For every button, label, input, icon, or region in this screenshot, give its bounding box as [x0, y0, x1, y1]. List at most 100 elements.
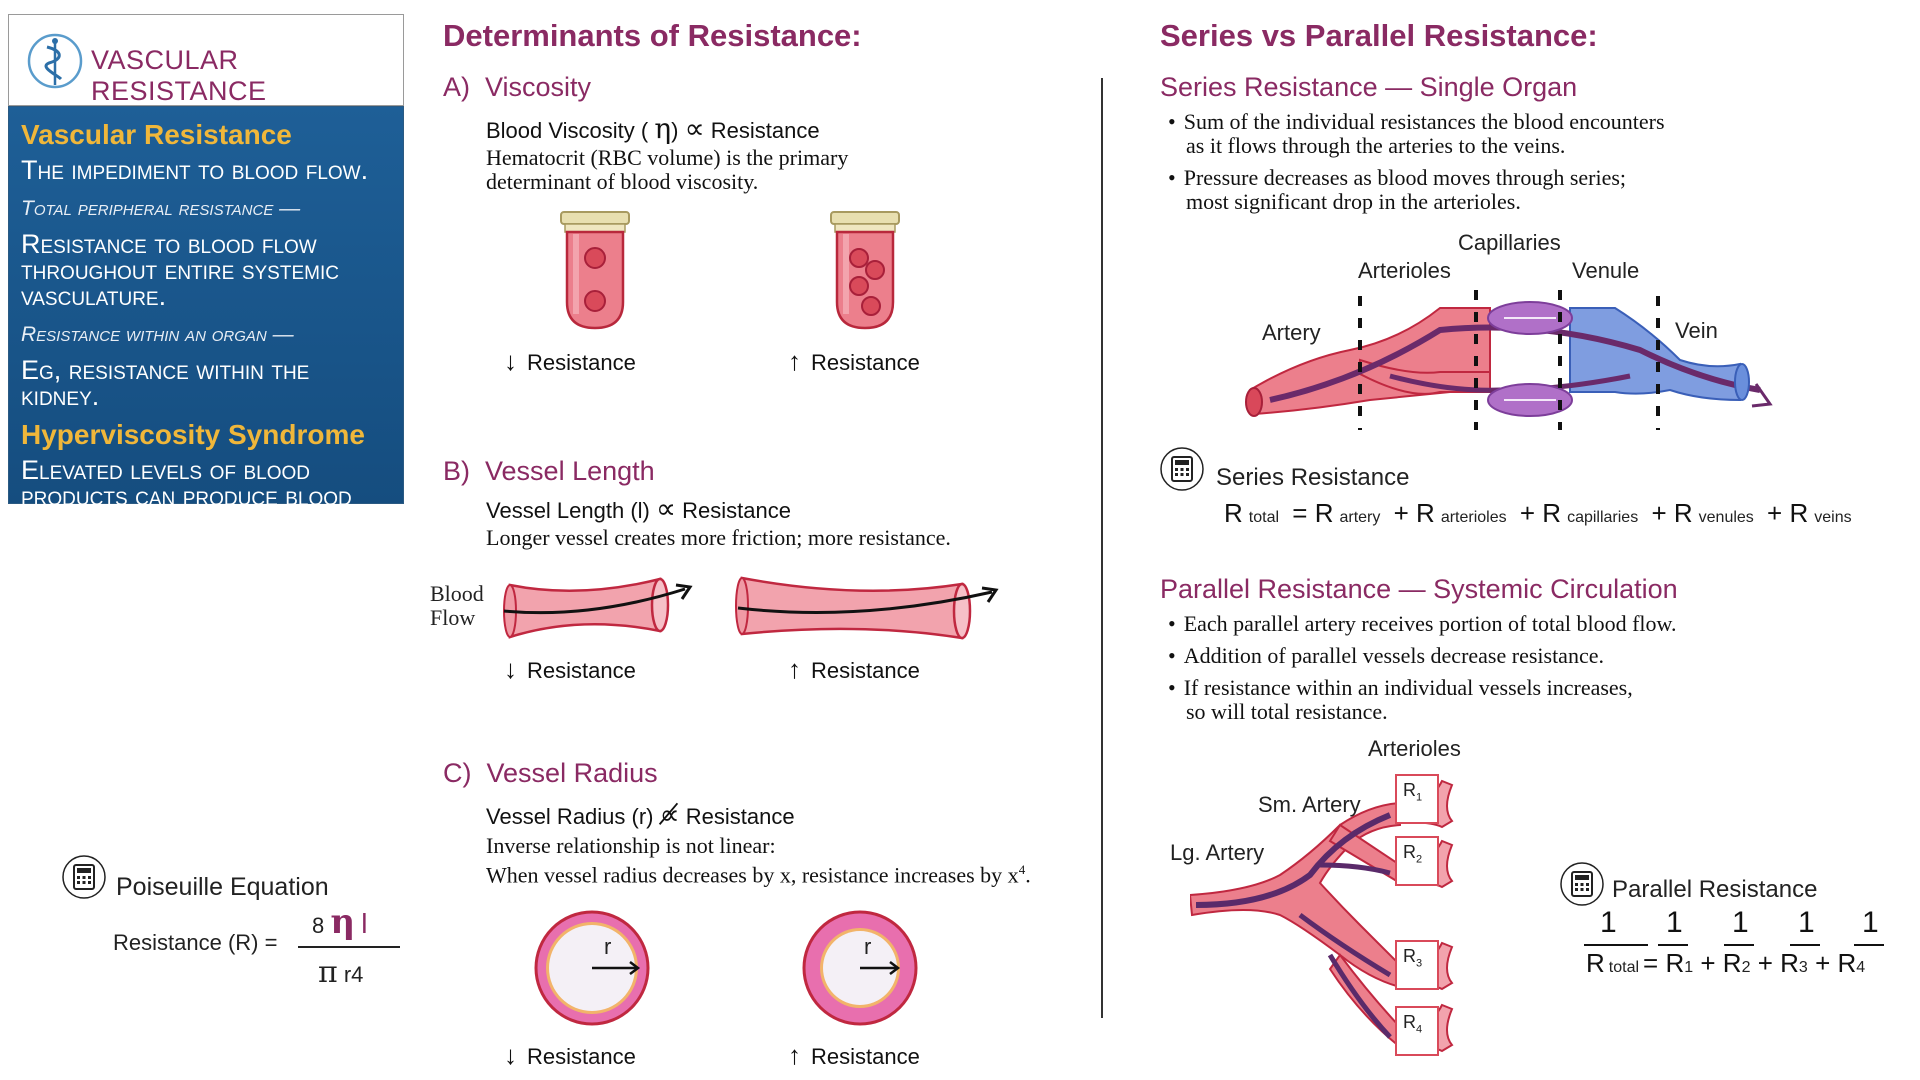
- section-a-name: Viscosity: [485, 72, 592, 102]
- blood-flow-label-line1: Blood: [430, 581, 484, 606]
- up-arrow-icon: ↑: [788, 1040, 801, 1070]
- r2-sub: 2: [1416, 853, 1423, 866]
- eq-venules: venules: [1698, 509, 1754, 526]
- poiseuille-title: Poiseuille Equation: [116, 873, 329, 901]
- proportional-symbol: ∝: [684, 113, 705, 144]
- blood-flow-label: Blood Flow: [430, 582, 484, 630]
- eq-arterioles: arterioles: [1440, 509, 1507, 526]
- vein-label: Vein: [1675, 318, 1718, 343]
- eq-bar-2: [1724, 944, 1754, 946]
- capillaries-label: Capillaries: [1458, 230, 1561, 255]
- viscosity-desc-line1: Hematocrit (RBC volume) is the primary: [486, 145, 849, 170]
- eta-symbol: η: [654, 112, 672, 145]
- parallel-bullets: •Each parallel artery receives portion o…: [1168, 612, 1676, 724]
- length-desc: Longer vessel creates more friction; mor…: [486, 525, 951, 550]
- radius-relation: Vessel Radius (r) ∝̸ Resistance: [486, 798, 795, 831]
- eq-plus: +: [1700, 948, 1716, 978]
- page-title: VASCULAR RESISTANCE: [91, 45, 267, 106]
- viscosity-desc: Hematocrit (RBC volume) is the primary d…: [486, 146, 848, 194]
- relation-left: Blood Viscosity (: [486, 118, 649, 143]
- section-c-name: Vessel Radius: [486, 758, 658, 788]
- eq-total: total: [1608, 959, 1640, 976]
- radius-r-label-1: r: [604, 934, 612, 959]
- viscosity-relation: Blood Viscosity ( η) ∝ Resistance: [486, 112, 820, 145]
- relation-right: Resistance: [710, 118, 820, 143]
- relation-left: Vessel Radius (r): [486, 804, 654, 829]
- length-high-label: ↑Resistance: [788, 654, 920, 685]
- r1-sub: 1: [1416, 791, 1423, 804]
- radius-r-label-2: r: [864, 934, 872, 959]
- poiseuille-denominator: π r4: [318, 955, 363, 990]
- low-resistance-text: Resistance: [527, 658, 636, 683]
- eq-bar-4: [1854, 944, 1884, 946]
- parallel-bullet-1: •Each parallel artery receives portion o…: [1168, 611, 1677, 636]
- series-bullet-2b: most significant drop in the arterioles.: [1186, 189, 1521, 214]
- series-eq-title: Series Resistance: [1216, 464, 1410, 491]
- high-resistance-text: Resistance: [811, 350, 920, 375]
- eq-plus: +: [1651, 498, 1667, 528]
- radius-desc-text: When vessel radius decreases by x, resis…: [486, 862, 1019, 888]
- r2-label: R2: [1403, 842, 1422, 866]
- parallel-eq-title: Parallel Resistance: [1612, 876, 1818, 903]
- length-low-label: ↓Resistance: [504, 654, 636, 685]
- relation-close: ): [671, 118, 679, 143]
- section-a-letter: A): [443, 72, 470, 102]
- r3-label: R3: [1403, 946, 1422, 970]
- r4-label: R4: [1403, 1012, 1422, 1036]
- parallel-bullet-2-text: Addition of parallel vessels decrease re…: [1183, 643, 1604, 668]
- column-divider: [1101, 78, 1103, 1018]
- eq-r: R: [1586, 948, 1605, 978]
- series-bullet-2: •Pressure decreases as blood moves throu…: [1168, 165, 1627, 190]
- hyperviscosity-heading: Hyperviscosity Syndrome: [21, 419, 365, 450]
- parallel-bullet-3a: If resistance within an individual vesse…: [1183, 675, 1633, 700]
- eq-equals: =: [1292, 498, 1308, 528]
- section-b-heading: B) Vessel Length: [443, 456, 655, 487]
- eq-r: R: [1542, 498, 1562, 528]
- short-vessel-illustration: [503, 577, 693, 639]
- relation-right: Resistance: [685, 804, 795, 829]
- eq-r: R: [1780, 948, 1799, 978]
- r1-letter: R: [1403, 780, 1416, 800]
- series-heading: Series Resistance — Single Organ: [1160, 72, 1578, 102]
- parallel-bullet-1-text: Each parallel artery receives portion of…: [1183, 611, 1677, 636]
- blood-flow-label-line2: Flow: [430, 605, 476, 630]
- eq-r: R: [1837, 948, 1857, 978]
- low-resistance-text: Resistance: [527, 350, 636, 375]
- eq-numerator-3: 1: [1798, 906, 1815, 939]
- r3-letter: R: [1403, 946, 1416, 966]
- eq-plus: +: [1519, 498, 1536, 528]
- organ-subheading: Resistance within an organ —: [21, 323, 294, 346]
- viscosity-high-label: ↑Resistance: [788, 346, 920, 377]
- viscosity-low-label: ↓Resistance: [504, 346, 636, 377]
- eta-symbol: η: [330, 902, 356, 942]
- r4-sub: 4: [1416, 1023, 1423, 1036]
- series-bullet-1b: as it flows through the arteries to the …: [1186, 133, 1566, 158]
- test-tube-low: [560, 211, 630, 330]
- definition-text: The impediment to blood flow.: [21, 155, 369, 185]
- eq-sub-2: 2: [1741, 959, 1751, 976]
- eq-r: R: [1673, 498, 1693, 528]
- fraction-bar: [298, 946, 400, 948]
- definitions-panel: Vascular Resistance The impediment to bl…: [8, 106, 404, 536]
- hyperviscosity-definition: Elevated levels of blood products can pr…: [21, 455, 352, 537]
- pi-symbol: π: [318, 955, 338, 990]
- eq-numerator-4: 1: [1862, 906, 1879, 939]
- series-vessel-diagram: [1245, 290, 1773, 430]
- section-c-heading: C) Vessel Radius: [443, 758, 658, 789]
- eq-r: R: [1789, 498, 1809, 528]
- high-resistance-text: Resistance: [811, 658, 920, 683]
- narrow-radius-vessel: [802, 910, 918, 1026]
- eq-equals: =: [1643, 948, 1659, 978]
- calculator-icon: [1160, 447, 1204, 491]
- wide-radius-vessel: [534, 910, 650, 1026]
- poiseuille-lhs: Resistance (R) =: [113, 930, 278, 955]
- radius-high-label: ↑Resistance: [788, 1040, 920, 1071]
- section-b-letter: B): [443, 456, 470, 486]
- series-bullet-1a: Sum of the individual resistances the bl…: [1183, 109, 1665, 134]
- eq-numerator-1: 1: [1666, 906, 1683, 939]
- radius-desc-end: .: [1025, 862, 1031, 888]
- eq-sub-3: 3: [1798, 959, 1808, 976]
- venule-label: Venule: [1572, 258, 1640, 283]
- relation-left: Vessel Length (l): [486, 498, 650, 523]
- eq-r: R: [1722, 948, 1742, 978]
